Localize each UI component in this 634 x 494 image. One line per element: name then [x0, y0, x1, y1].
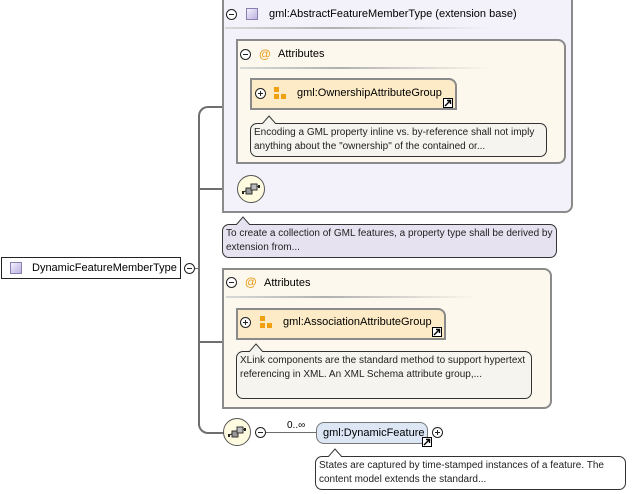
callout-pointer: [328, 448, 342, 457]
connector-to-association: [200, 341, 236, 343]
root-type-node[interactable]: DynamicFeatureMemberType: [1, 257, 181, 279]
ownership-attribute-group-label: gml:OwnershipAttributeGroup: [297, 87, 442, 99]
extension-attributes-collapse-toggle[interactable]: [240, 49, 251, 60]
extension-attributes-label: Attributes: [278, 48, 325, 60]
callout-pointer: [262, 115, 276, 124]
association-doc-text: XLink components are the standard method…: [240, 355, 526, 380]
element-expand-toggle[interactable]: [432, 427, 443, 438]
element-cardinality: 0..∞: [287, 420, 306, 431]
dynamic-feature-element-label: gml:DynamicFeature: [323, 427, 425, 439]
extension-doc-callout: To create a collection of GML features, …: [222, 224, 557, 258]
connector-to-ext-sequence: [200, 188, 238, 190]
complex-type-icon: [10, 262, 22, 274]
ownership-attribute-group-node[interactable]: [250, 78, 457, 110]
association-attribute-group-label: gml:AssociationAttributeGroup: [283, 316, 432, 328]
extension-base-label: gml:AbstractFeatureMemberType (extension…: [269, 8, 517, 20]
link-arrow-icon[interactable]: [432, 327, 442, 337]
association-doc-callout: XLink components are the standard method…: [236, 351, 532, 399]
extension-doc-text: To create a collection of GML features, …: [226, 228, 553, 253]
association-attribute-group-node[interactable]: [236, 308, 446, 340]
callout-pointer: [249, 343, 263, 352]
root-type-label: DynamicFeatureMemberType: [32, 262, 177, 274]
root-collapse-toggle[interactable]: [184, 263, 195, 274]
ownership-expand-toggle[interactable]: [255, 88, 266, 99]
at-sign-icon: @: [245, 275, 257, 289]
dynamic-feature-element-node[interactable]: gml:DynamicFeature: [316, 422, 428, 444]
ownership-doc-callout: Encoding a GML property inline vs. by-re…: [250, 123, 547, 157]
association-expand-toggle[interactable]: [240, 317, 251, 328]
extension-collapse-toggle[interactable]: [226, 9, 237, 20]
attribute-group-icon: [260, 316, 274, 328]
sequence-icon: [228, 426, 246, 438]
attributes-collapse-toggle[interactable]: [226, 277, 237, 288]
connector-trunk: [198, 116, 200, 426]
connector-to-element: [266, 432, 316, 433]
separator: [240, 67, 490, 69]
connector-root-stub: [195, 268, 199, 269]
sequence-compositor[interactable]: [223, 418, 251, 446]
sequence-collapse-toggle[interactable]: [255, 427, 266, 438]
callout-pointer: [236, 216, 250, 225]
link-arrow-icon[interactable]: [422, 437, 432, 447]
sequence-compositor[interactable]: [237, 175, 265, 203]
at-sign-icon: @: [259, 47, 271, 61]
attributes-label: Attributes: [264, 277, 311, 289]
connector-bottom-curve: [198, 420, 224, 434]
sequence-icon: [242, 183, 260, 195]
separator: [225, 27, 490, 29]
attribute-group-icon: [274, 87, 288, 99]
dynamic-feature-doc-callout: States are captured by time-stamped inst…: [315, 456, 626, 490]
dynamic-feature-doc-text: States are captured by time-stamped inst…: [319, 460, 604, 485]
link-arrow-icon[interactable]: [443, 98, 453, 108]
complex-type-icon: [246, 8, 258, 20]
separator: [226, 296, 476, 298]
connector-top-curve: [198, 106, 228, 120]
ownership-doc-text: Encoding a GML property inline vs. by-re…: [254, 127, 535, 152]
